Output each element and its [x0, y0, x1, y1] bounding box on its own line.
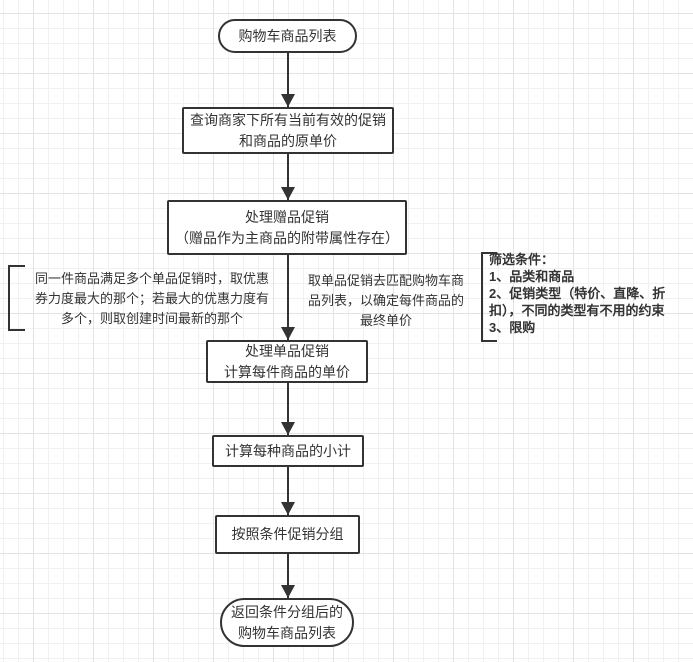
- note-filter-conditions: 筛选条件： 1、品类和商品 2、促销类型（特价、直降、折 扣），不同的类型有不用…: [489, 252, 666, 335]
- arrow-gift-to-single: [281, 255, 295, 340]
- arrowhead-icon: [281, 585, 295, 598]
- node-cart-product-list[interactable]: 购物车商品列表: [218, 19, 357, 53]
- arrowhead-icon: [281, 327, 295, 340]
- arrow-single-to-subtotal: [281, 383, 295, 435]
- arrowhead-icon: [281, 94, 295, 107]
- node-handle-gift-promotion[interactable]: 处理赠品促销 （赠品作为主商品的附带属性存在）: [167, 200, 407, 255]
- node-handle-single-item-promotion[interactable]: 处理单品促销 计算每件商品的单价: [206, 340, 368, 383]
- node-calc-subtotal[interactable]: 计算每种商品的小计: [212, 435, 364, 467]
- note-match-promotion-to-cart: 取单品促销去匹配购物车商 品列表，以确定每件商品的 最终单价: [307, 273, 464, 328]
- arrow-subtotal-to-group: [281, 467, 295, 515]
- arrow-start-to-query: [281, 53, 295, 107]
- left-note-bracket: [8, 265, 25, 331]
- node-return-grouped-cart-list[interactable]: 返回条件分组后的 购物车商品列表: [220, 598, 354, 647]
- arrowhead-icon: [281, 502, 295, 515]
- note-multiple-single-item-promotions: 同一件商品满足多个单品促销时，取优惠 券力度最大的那个；若最大的优惠力度有 多个…: [34, 271, 269, 326]
- arrow-group-to-end: [281, 554, 295, 598]
- node-group-by-condition-promotion[interactable]: 按照条件促销分组: [215, 515, 360, 554]
- arrowhead-icon: [281, 187, 295, 200]
- right-note-bracket: [481, 252, 497, 342]
- node-query-promotions[interactable]: 查询商家下所有当前有效的促销 和商品的原单价: [182, 107, 394, 154]
- arrow-query-to-gift: [281, 154, 295, 200]
- arrowhead-icon: [281, 422, 295, 435]
